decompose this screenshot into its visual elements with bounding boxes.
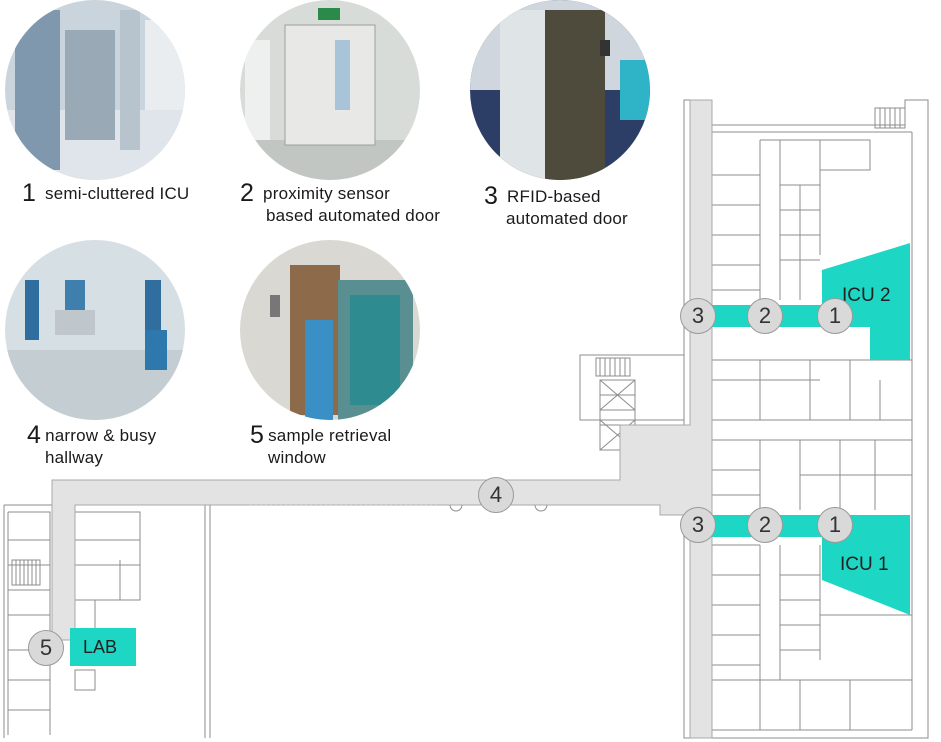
caption-text: sample retrieval [268, 426, 392, 445]
caption-text-line2: window [268, 448, 326, 467]
caption-number: 2 [240, 179, 255, 207]
marker-icu1-rfid-door: 3 [680, 507, 716, 543]
icu2-label: ICU 2 [842, 285, 891, 306]
marker-hallway: 4 [478, 477, 514, 513]
caption-text-line2: based automated door [266, 206, 441, 225]
photo-rfid-door [470, 0, 650, 180]
marker-icu2-rfid-door: 3 [680, 298, 716, 334]
icu1-label: ICU 1 [840, 554, 889, 575]
lab-zone [70, 628, 136, 666]
marker-icu2-room: 1 [817, 298, 853, 334]
caption-number: 1 [22, 179, 37, 207]
photo-hallway [5, 240, 185, 420]
caption-text: RFID-based [507, 187, 601, 206]
stairs-icon [874, 107, 906, 129]
marker-icu2-proximity-door: 2 [747, 298, 783, 334]
caption-text-line2: hallway [45, 448, 104, 467]
icu2-zone [822, 243, 910, 360]
marker-lab-window: 5 [28, 630, 64, 666]
stairs-icon [11, 559, 41, 586]
caption-text: proximity sensor [263, 184, 391, 203]
caption-text-line2: automated door [506, 209, 628, 228]
caption-3: 3 RFID-based automated door [484, 182, 628, 230]
caption-number: 5 [250, 421, 265, 449]
marker-icu1-room: 1 [817, 507, 853, 543]
marker-icu1-proximity-door: 2 [747, 507, 783, 543]
photo-proximity-door [240, 0, 420, 180]
caption-number: 3 [484, 182, 499, 210]
stairs-icon [595, 357, 631, 377]
caption-1: 1 semi-cluttered ICU [22, 179, 190, 207]
caption-text: narrow & busy [45, 426, 157, 445]
lab-label: LAB [83, 637, 118, 657]
caption-2: 2 proximity sensor based automated door [240, 179, 441, 227]
caption-number: 4 [27, 421, 42, 449]
photo-sample-window [240, 240, 420, 420]
caption-text: semi-cluttered ICU [45, 184, 190, 203]
photo-icu [5, 0, 185, 180]
